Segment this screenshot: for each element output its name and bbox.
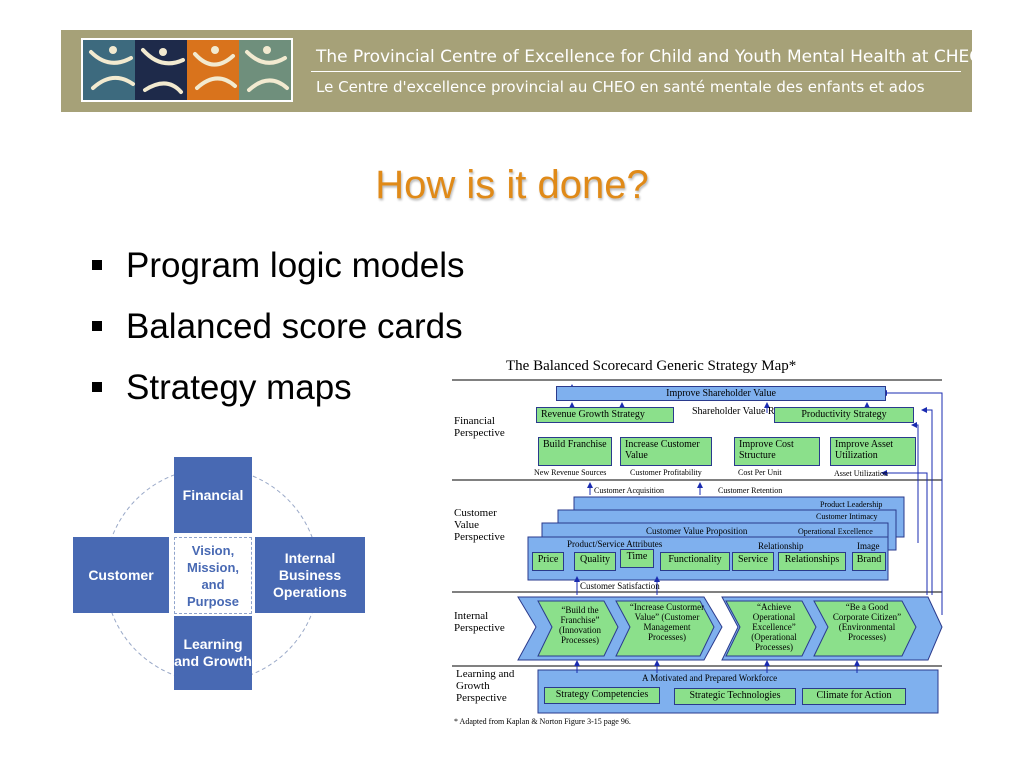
motivated-workforce: A Motivated and Prepared Workforce: [642, 673, 778, 683]
improve-asset-utilization: Improve Asset Utilization: [830, 437, 916, 466]
product-leadership: Product Leadership: [820, 500, 883, 509]
build-franchise: Build Franchise: [538, 437, 612, 466]
cost-per-unit: Cost Per Unit: [738, 468, 782, 477]
increase-customer-value: Increase Customer Value: [620, 437, 712, 466]
time-box: Time: [620, 549, 654, 568]
cheo-logo: [81, 38, 293, 102]
internal-perspective-label: Internal Perspective: [454, 610, 505, 634]
new-revenue-sources: New Revenue Sources: [534, 468, 607, 477]
achieve-operational-excellence: “Achieve Operational Excellence” (Operat…: [751, 602, 797, 652]
service-box: Service: [732, 552, 774, 571]
header-english-title: The Provincial Centre of Excellence for …: [316, 47, 983, 67]
balanced-scorecard-diagram: Financial Customer Internal Business Ope…: [70, 455, 370, 695]
slide-title: How is it done?: [375, 163, 649, 207]
increase-customer-value-process: “Increase Custormer Value” (Customer Man…: [629, 602, 705, 642]
shareholder-value-roce: Shareholder Value ROCE: [692, 406, 795, 417]
customer-profitability: Customer Profitability: [630, 468, 702, 477]
strategy-competencies: Strategy Competencies: [544, 687, 660, 704]
bullet-list: Program logic models Balanced score card…: [88, 243, 464, 426]
bullet-square-icon: [92, 260, 102, 270]
bullet-square-icon: [92, 382, 102, 392]
financial-perspective-label: Financial Perspective: [454, 415, 505, 439]
learning-growth-box: Learning and Growth: [174, 616, 252, 690]
header-banner: The Provincial Centre of Excellence for …: [61, 30, 983, 112]
strategy-map-title: The Balanced Scorecard Generic Strategy …: [506, 358, 797, 374]
bullet-item: Program logic models: [88, 243, 464, 304]
customer-retention: Customer Retention: [718, 486, 783, 495]
footnote: * Adapted from Kaplan & Norton Figure 3-…: [454, 717, 631, 726]
image-label: Image: [857, 541, 880, 551]
product-service-attributes: Product/Service Attributes: [567, 539, 663, 549]
quality-box: Quality: [574, 552, 616, 571]
vision-mission-purpose-box: Vision, Mission, and Purpose: [174, 537, 252, 614]
functionality-box: Functionality: [660, 552, 730, 571]
bullet-item: Strategy maps: [88, 365, 464, 426]
build-the-franchise: “Build the Franchise” (Innovation Proces…: [559, 605, 601, 645]
improve-cost-structure: Improve Cost Structure: [734, 437, 820, 466]
customer-intimacy: Customer Intimacy: [816, 512, 878, 521]
internal-business-operations-box: Internal Business Operations: [255, 537, 365, 613]
learning-perspective-label: Learning and Growth Perspective: [456, 668, 515, 704]
customer-satisfaction: Customer Satisfaction: [580, 581, 660, 591]
bullet-item: Balanced score cards: [88, 304, 464, 365]
bullet-text: Strategy maps: [126, 368, 352, 407]
bullet-square-icon: [92, 321, 102, 331]
price-box: Price: [532, 552, 564, 571]
productivity-strategy: Productivity Strategy: [774, 407, 914, 423]
strategic-technologies: Strategic Technologies: [674, 688, 796, 705]
asset-utilization: Asset Utilization: [834, 469, 888, 478]
revenue-growth-strategy: Revenue Growth Strategy: [536, 407, 674, 423]
financial-box: Financial: [174, 457, 252, 533]
customer-acquisition: Customer Acquisition: [594, 486, 664, 495]
climate-for-action: Climate for Action: [802, 688, 906, 705]
relationship-label: Relationship: [758, 541, 804, 551]
strategy-map: The Balanced Scorecard Generic Strategy …: [452, 355, 945, 735]
operational-excellence: Operational Excellence: [798, 527, 873, 536]
customer-perspective-label: Customer Value Perspective: [454, 507, 505, 543]
relationships-box: Relationships: [778, 552, 846, 571]
be-good-corporate-citizen: “Be a Good Corporate Citizen” (Environme…: [832, 602, 902, 642]
bullet-text: Program logic models: [126, 246, 465, 285]
customer-box: Customer: [73, 537, 169, 613]
bullet-text: Balanced score cards: [126, 307, 463, 346]
header-divider: [311, 71, 961, 72]
brand-box: Brand: [852, 552, 886, 571]
header-french-title: Le Centre d'excellence provincial au CHE…: [316, 78, 925, 96]
customer-value-proposition: Customer Value Proposition: [646, 526, 748, 536]
improve-shareholder-value: Improve Shareholder Value: [556, 386, 886, 401]
